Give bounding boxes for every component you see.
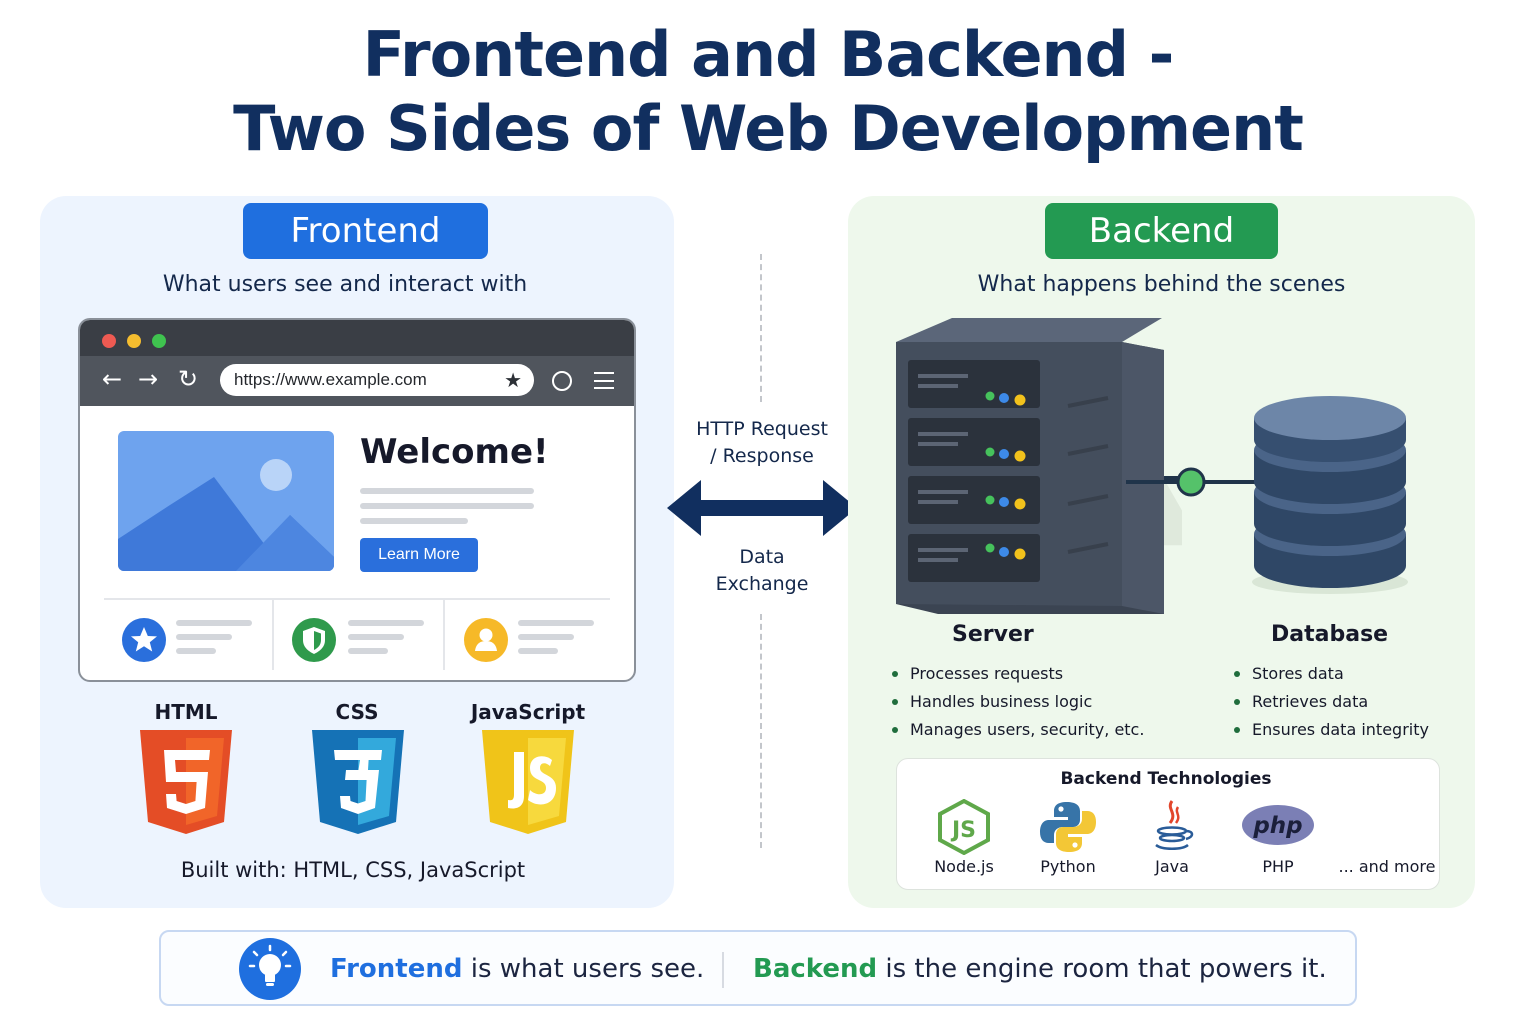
address-url: https://www.example.com bbox=[234, 370, 427, 389]
nodejs-label: Node.js bbox=[934, 857, 994, 876]
built-with-caption: Built with: HTML, CSS, JavaScript bbox=[180, 858, 526, 882]
connection-line-icon bbox=[1126, 467, 1256, 497]
divider bbox=[272, 600, 274, 670]
address-bar[interactable]: https://www.example.com ★ bbox=[220, 364, 534, 396]
browser-toolbar: ← → ↻ https://www.example.com ★ bbox=[80, 356, 634, 406]
list-item: Ensures data integrity bbox=[1232, 716, 1429, 744]
text-line bbox=[518, 620, 594, 626]
java-label: Java bbox=[1155, 857, 1189, 876]
text-line bbox=[518, 634, 574, 640]
text-line bbox=[360, 518, 468, 524]
text-line bbox=[176, 634, 232, 640]
database-icon bbox=[1252, 396, 1408, 594]
page-title: Frontend and Backend - Two Sides of Web … bbox=[0, 18, 1536, 166]
lightbulb-icon bbox=[239, 938, 301, 1000]
text-line bbox=[360, 503, 534, 509]
browser-window: ← → ↻ https://www.example.com ★ Welcome!… bbox=[78, 318, 636, 682]
learn-more-button[interactable]: Learn More bbox=[360, 538, 478, 572]
frontend-summary: Frontend is what users see. bbox=[330, 951, 704, 987]
svg-text:JS: JS bbox=[950, 818, 976, 843]
http-label-line-2: / Response bbox=[710, 445, 814, 467]
php-label: PHP bbox=[1262, 857, 1294, 876]
text-line bbox=[518, 648, 558, 654]
text-line bbox=[348, 620, 424, 626]
more-label: ... and more bbox=[1338, 857, 1436, 876]
python-label: Python bbox=[1040, 857, 1096, 876]
server-title: Server bbox=[952, 622, 1034, 647]
backend-panel: Backend What happens behind the scenes bbox=[848, 196, 1475, 908]
svg-text:php: php bbox=[1252, 813, 1302, 839]
python-logo-icon bbox=[1040, 802, 1096, 852]
data-exchange-line-2: Exchange bbox=[715, 573, 809, 595]
list-item: Processes requests bbox=[890, 660, 1144, 688]
back-arrow-icon[interactable]: ← bbox=[102, 365, 123, 393]
css-label: CSS bbox=[335, 700, 379, 724]
reload-icon[interactable]: ↻ bbox=[178, 365, 199, 393]
backend-technologies-box: Backend Technologies JS Node.js Python J… bbox=[896, 758, 1440, 890]
divider bbox=[722, 952, 724, 988]
java-logo-icon bbox=[1155, 800, 1194, 850]
database-title: Database bbox=[1271, 622, 1389, 647]
http-label-line-1: HTTP Request bbox=[696, 418, 828, 440]
text-line bbox=[348, 634, 404, 640]
list-item: Retrieves data bbox=[1232, 688, 1429, 716]
html5-logo-icon bbox=[140, 730, 232, 834]
summary-banner: Frontend is what users see. Backend is t… bbox=[159, 930, 1357, 1006]
divider-dashed bbox=[760, 254, 762, 402]
shield-feature-icon bbox=[292, 618, 336, 662]
html-label: HTML bbox=[154, 700, 218, 724]
database-points: Stores data Retrieves data Ensures data … bbox=[1232, 660, 1429, 744]
backend-subtitle: What happens behind the scenes bbox=[977, 272, 1346, 297]
double-arrow-icon bbox=[667, 480, 857, 536]
user-feature-icon bbox=[464, 618, 508, 662]
list-item: Manages users, security, etc. bbox=[890, 716, 1144, 744]
php-logo-icon: php bbox=[1242, 805, 1314, 845]
text-line bbox=[360, 488, 534, 494]
css3-logo-icon bbox=[312, 730, 404, 834]
frontend-summary-text: is what users see. bbox=[462, 954, 705, 984]
backend-summary-keyword: Backend bbox=[753, 954, 878, 984]
backend-badge: Backend bbox=[1045, 203, 1278, 259]
minimize-dot-icon[interactable] bbox=[127, 334, 141, 348]
divider bbox=[104, 598, 610, 600]
list-item: Handles business logic bbox=[890, 688, 1144, 716]
data-exchange-line-1: Data bbox=[739, 546, 785, 568]
title-line-2: Two Sides of Web Development bbox=[233, 92, 1304, 165]
frontend-subtitle: What users see and interact with bbox=[162, 272, 528, 297]
hero-image bbox=[118, 431, 334, 571]
text-line bbox=[348, 648, 388, 654]
frontend-panel: Frontend What users see and interact wit… bbox=[40, 196, 674, 908]
forward-arrow-icon[interactable]: → bbox=[138, 365, 159, 393]
star-icon[interactable]: ★ bbox=[504, 368, 522, 392]
list-item: Stores data bbox=[1232, 660, 1429, 688]
divider-dashed bbox=[760, 614, 762, 848]
maximize-dot-icon[interactable] bbox=[152, 334, 166, 348]
title-line-1: Frontend and Backend - bbox=[362, 18, 1175, 91]
backend-summary-text: is the engine room that powers it. bbox=[877, 954, 1327, 984]
server-rack-icon bbox=[896, 318, 1182, 614]
data-exchange-label: Data Exchange bbox=[672, 544, 852, 598]
circle-icon[interactable] bbox=[552, 371, 572, 391]
javascript-label: JavaScript bbox=[470, 700, 586, 724]
close-dot-icon[interactable] bbox=[102, 334, 116, 348]
menu-icon[interactable] bbox=[594, 372, 614, 389]
nodejs-logo-icon: JS bbox=[938, 799, 990, 855]
star-feature-icon bbox=[122, 618, 166, 662]
divider bbox=[443, 600, 445, 670]
server-points: Processes requests Handles business logi… bbox=[890, 660, 1144, 744]
http-label: HTTP Request / Response bbox=[672, 416, 852, 470]
frontend-badge: Frontend bbox=[243, 203, 488, 259]
backend-technologies-title: Backend Technologies bbox=[1060, 769, 1272, 789]
text-line bbox=[176, 620, 252, 626]
welcome-heading: Welcome! bbox=[360, 432, 549, 472]
browser-titlebar bbox=[80, 320, 634, 356]
javascript-logo-icon bbox=[482, 730, 574, 834]
text-line bbox=[176, 648, 216, 654]
backend-summary: Backend is the engine room that powers i… bbox=[753, 951, 1327, 987]
frontend-summary-keyword: Frontend bbox=[330, 954, 463, 984]
